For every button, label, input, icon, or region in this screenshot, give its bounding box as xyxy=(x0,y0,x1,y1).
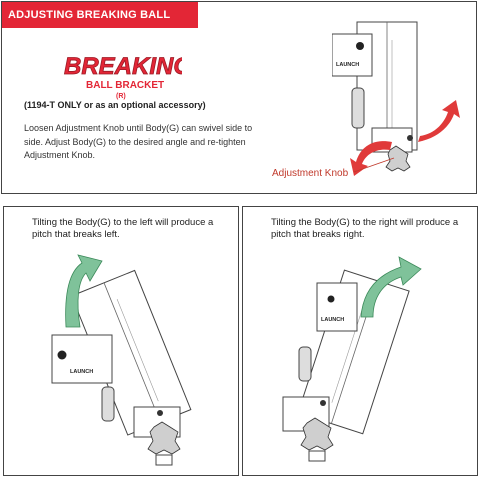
bracket-illustration: LAUNCH xyxy=(282,256,422,462)
tilt-right-caption: Tilting the Body(G) to the right will pr… xyxy=(271,217,459,240)
tilt-left-panel: Tilting the Body(G) to the left will pro… xyxy=(3,206,239,476)
logo-word: BREAKING xyxy=(64,53,182,80)
curved-arrow-icon xyxy=(350,141,392,176)
curved-arrow-icon xyxy=(418,100,460,142)
curved-arrow-icon xyxy=(65,254,103,328)
device-brand: LAUNCH xyxy=(336,62,359,68)
device-brand: LAUNCH xyxy=(70,369,93,375)
adjustment-knob-icon xyxy=(147,421,181,455)
breaking-logo: BREAKING BALL BRACKET (R) xyxy=(64,53,182,100)
accessory-note: (1194-T ONLY or as an optional accessory… xyxy=(24,100,206,110)
adjustment-knob-icon xyxy=(300,417,334,451)
bracket-illustration: LAUNCH xyxy=(332,21,460,176)
logo-mark: (R) xyxy=(116,93,126,100)
section-banner: ADJUSTING BREAKING BALL BRACKET xyxy=(2,2,198,47)
instructions-text: Loosen Adjustment Knob until Body(G) can… xyxy=(24,123,253,160)
curved-arrow-icon xyxy=(360,256,422,318)
tilt-right-panel: Tilting the Body(G) to the right will pr… xyxy=(242,206,478,476)
top-info-panel: ADJUSTING BREAKING BALL BRACKET BREAKING… xyxy=(1,1,477,194)
bracket-illustration: LAUNCH xyxy=(51,254,192,466)
adjustment-knob-icon xyxy=(385,145,411,172)
logo-sub: BALL BRACKET xyxy=(86,80,164,91)
device-brand: LAUNCH xyxy=(321,317,344,323)
tilt-left-caption: Tilting the Body(G) to the left will pro… xyxy=(32,217,214,240)
adjustment-knob-label: Adjustment Knob xyxy=(272,168,349,179)
